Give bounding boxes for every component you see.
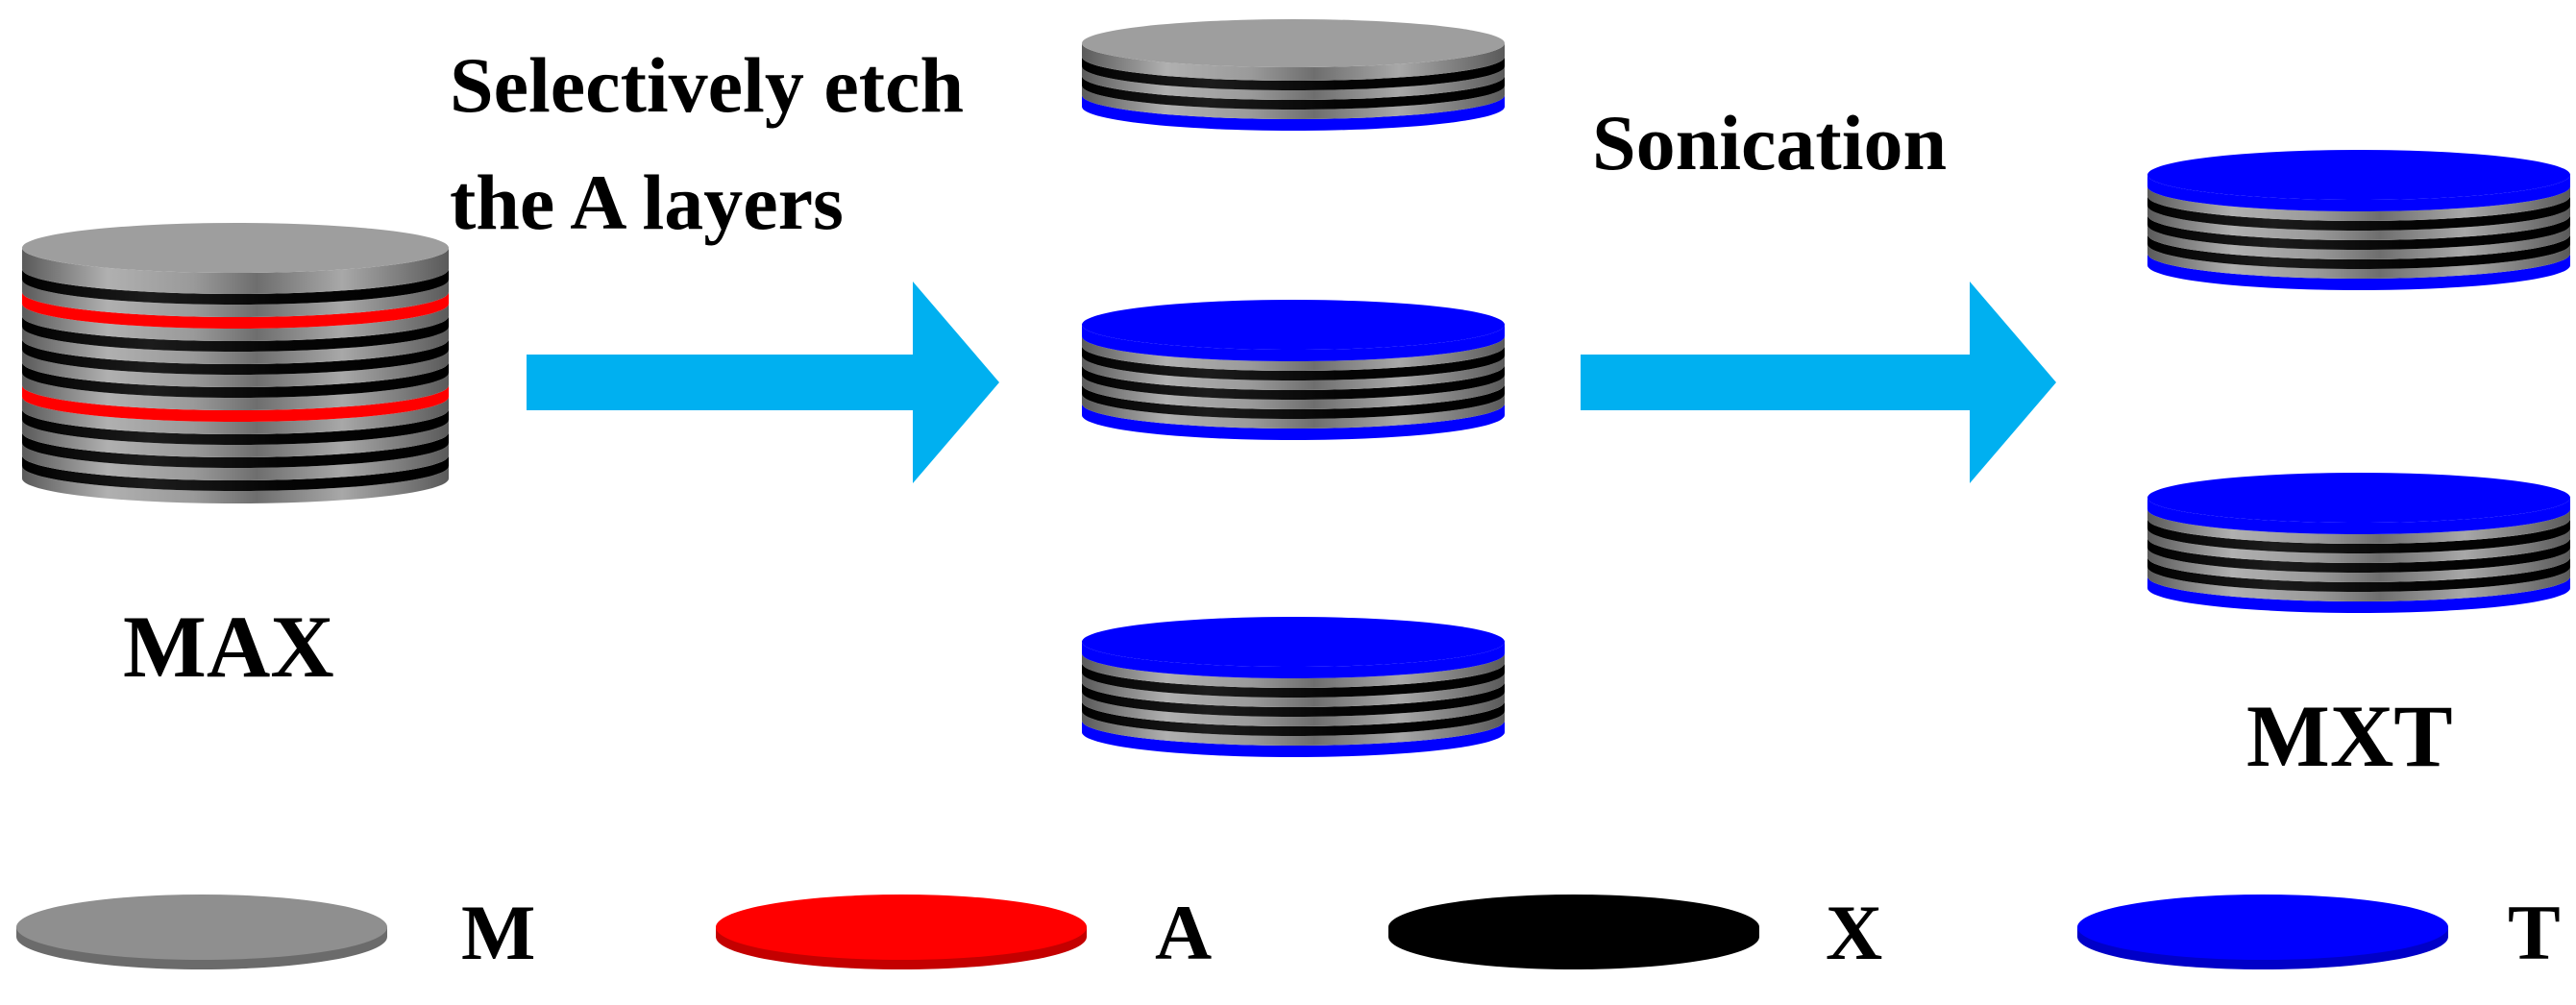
layer-t-band: [1082, 642, 1505, 678]
layer-t-band: [1082, 721, 1505, 757]
etch-arrow: [527, 282, 999, 483]
layer-x-band: [2147, 234, 2570, 269]
layer-m-band: [22, 443, 449, 480]
layer-x-band: [2147, 557, 2570, 592]
layer-x-band: [1082, 384, 1505, 419]
max-label: MAX: [123, 598, 334, 696]
layer-x-band: [22, 409, 449, 445]
middle-flake-top: [1082, 19, 1505, 131]
layer-x-band: [22, 432, 449, 468]
layer-x-band: [22, 316, 449, 352]
layer-m-band: [22, 304, 449, 341]
layer-t-band: [2147, 498, 2570, 534]
layer-x-band: [22, 362, 449, 398]
middle-flake-center: [1082, 300, 1505, 440]
layer-t-band: [1082, 325, 1505, 361]
layer-m-band: [1082, 86, 1505, 119]
step-sonication-label: Sonication: [1592, 99, 1948, 186]
layer-m-band: [2147, 225, 2570, 259]
legend-swatches: [16, 895, 2448, 969]
max-phase-stack: [22, 223, 449, 503]
legend-label-a: A: [1155, 889, 1213, 976]
layer-x-band: [1082, 663, 1505, 698]
layer-t-band: [2147, 576, 2570, 613]
legend-swatch-a-top: [716, 895, 1087, 960]
layer-m-band: [22, 466, 449, 503]
layer-m-band: [2147, 206, 2570, 240]
layer-t-band: [2147, 254, 2570, 290]
layer-m-band: [22, 373, 449, 410]
layer-m-band: [2147, 186, 2570, 221]
legend-label-m: M: [461, 889, 536, 976]
layer-m-band: [2147, 548, 2570, 582]
legend-swatch-m: [16, 895, 387, 969]
middle-flake-bottom: [1082, 617, 1505, 757]
layer-x-band: [1082, 346, 1505, 380]
layer-m-top-surface: [1082, 19, 1505, 67]
layer-m-band: [1082, 375, 1505, 409]
layer-m-band: [1082, 336, 1505, 371]
layer-x-band: [22, 269, 449, 305]
sonication-arrow: [1581, 282, 2056, 483]
layer-m-band: [2147, 528, 2570, 563]
layer-m-band: [1082, 653, 1505, 688]
layer-m-band: [2147, 509, 2570, 544]
layer-x-band: [1082, 76, 1505, 110]
layer-x-band: [22, 339, 449, 375]
layer-m-band: [1082, 394, 1505, 429]
layer-t-band: [1082, 95, 1505, 131]
layer-x-band: [2147, 519, 2570, 553]
legend-label-x: X: [1826, 889, 1883, 976]
layer-t-top-surface: [1082, 300, 1505, 350]
mxt-label: MXT: [2246, 687, 2453, 785]
layer-m-band: [2147, 244, 2570, 279]
layer-x-band: [2147, 215, 2570, 250]
layer-m-band: [22, 327, 449, 364]
layer-m-band: [22, 280, 449, 317]
layer-x-band: [22, 455, 449, 491]
layer-m-band: [22, 420, 449, 457]
layer-m-band: [1082, 711, 1505, 746]
layer-m-band: [22, 350, 449, 387]
legend-swatch-m-top: [16, 895, 387, 960]
layer-x-band: [1082, 57, 1505, 90]
layer-t-top-surface: [2147, 473, 2570, 523]
layer-a-band: [22, 292, 449, 329]
layer-m-top-surface: [22, 223, 449, 273]
legend-swatch-x: [1388, 895, 1759, 969]
layer-m-band: [2147, 567, 2570, 601]
mxt-flake-bottom: [2147, 473, 2570, 613]
layer-m-band: [1082, 66, 1505, 100]
layer-m-band: [1082, 673, 1505, 707]
layer-x-band: [1082, 682, 1505, 717]
layer-m-band: [1082, 692, 1505, 726]
layer-m-band: [22, 248, 449, 294]
mxt-flake-top: [2147, 150, 2570, 290]
step-etch-label-line2: the A layers: [450, 159, 844, 246]
layer-x-band: [2147, 196, 2570, 231]
layer-x-band: [1082, 365, 1505, 400]
layer-stacks: [22, 19, 2570, 757]
legend-swatch-a: [716, 895, 1087, 969]
layer-t-top-surface: [2147, 150, 2570, 200]
layer-m-band: [1082, 355, 1505, 390]
legend-swatch-t-top: [2077, 895, 2448, 960]
layer-x-band: [1082, 701, 1505, 736]
layer-x-band: [2147, 538, 2570, 573]
step-etch-label-line1: Selectively etch: [450, 41, 965, 129]
layer-m-band: [1082, 43, 1505, 81]
layer-a-band: [22, 385, 449, 422]
layer-t-top-surface: [1082, 617, 1505, 667]
legend-swatch-x-top: [1388, 895, 1759, 960]
process-arrows: [527, 282, 2056, 483]
legend-label-t: T: [2508, 889, 2561, 976]
layer-m-band: [22, 397, 449, 434]
layer-t-band: [2147, 175, 2570, 211]
legend-swatch-t: [2077, 895, 2448, 969]
layer-t-band: [1082, 404, 1505, 440]
